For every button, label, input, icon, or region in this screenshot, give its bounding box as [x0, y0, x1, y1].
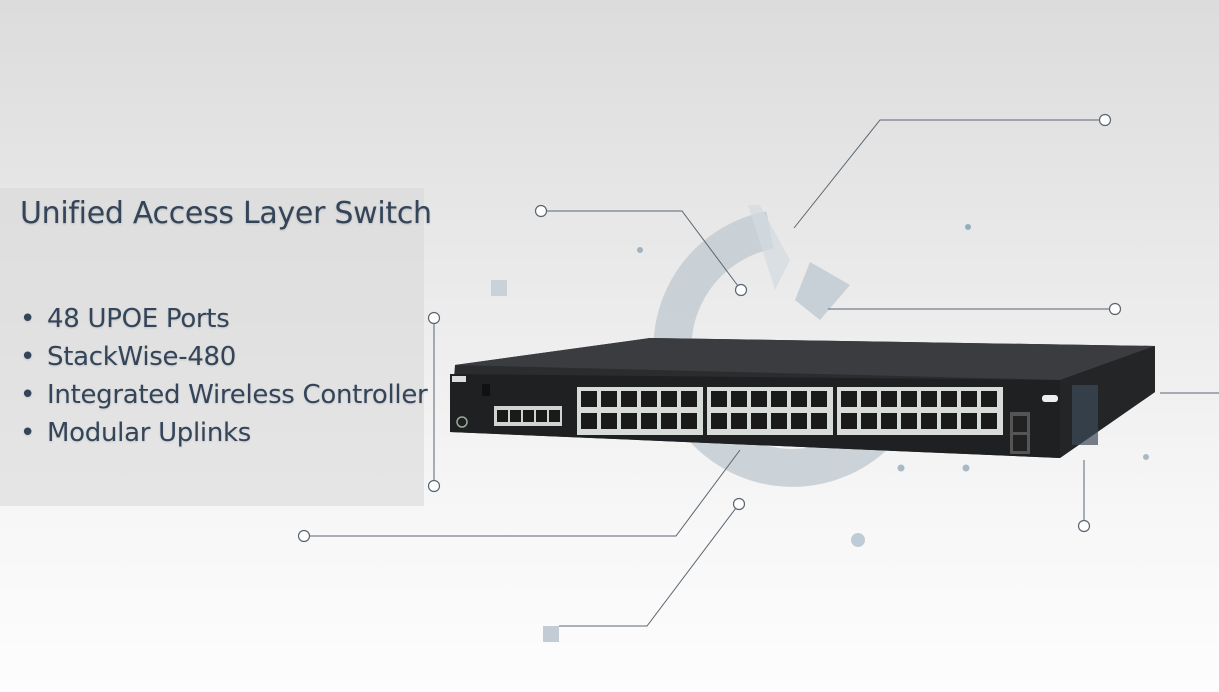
ethernet-port	[641, 413, 657, 429]
ethernet-port	[981, 391, 997, 407]
ethernet-port	[581, 391, 597, 407]
ethernet-port	[921, 413, 937, 429]
ethernet-port	[841, 391, 857, 407]
feature-list: 48 UPOE Ports StackWise-480 Integrated W…	[20, 300, 428, 452]
ethernet-port	[961, 391, 977, 407]
ethernet-port	[771, 391, 787, 407]
console-port	[536, 410, 547, 422]
ethernet-port	[941, 391, 957, 407]
ethernet-port	[861, 391, 877, 407]
ethernet-port	[711, 413, 727, 429]
ethernet-port	[921, 391, 937, 407]
ethernet-port	[661, 413, 677, 429]
console-port	[549, 410, 560, 422]
ethernet-port	[811, 413, 827, 429]
ethernet-port	[581, 413, 597, 429]
ethernet-port	[661, 391, 677, 407]
ethernet-port	[961, 413, 977, 429]
ethernet-port	[621, 391, 637, 407]
ethernet-port	[791, 413, 807, 429]
callout-lines	[304, 119, 1219, 627]
callout-dots	[297, 113, 1122, 543]
ethernet-port	[771, 413, 787, 429]
ethernet-port	[901, 413, 917, 429]
network-switch	[450, 338, 1155, 458]
ethernet-port	[841, 413, 857, 429]
console-port	[523, 410, 534, 422]
console-port	[510, 410, 521, 422]
console-port	[497, 410, 508, 422]
ethernet-port	[711, 391, 727, 407]
ethernet-port	[681, 391, 697, 407]
ethernet-port	[731, 413, 747, 429]
ethernet-port	[941, 413, 957, 429]
ethernet-port	[601, 391, 617, 407]
feature-item: Modular Uplinks	[20, 414, 427, 452]
ethernet-port	[791, 391, 807, 407]
feature-item: Integrated Wireless Controller	[20, 376, 428, 414]
ethernet-port	[881, 391, 897, 407]
ethernet-port	[981, 413, 997, 429]
ethernet-port	[681, 413, 697, 429]
ethernet-port	[731, 391, 747, 407]
ethernet-port	[601, 413, 617, 429]
ethernet-port	[811, 391, 827, 407]
ethernet-port	[751, 413, 767, 429]
ethernet-port	[641, 391, 657, 407]
page-title: Unified Access Layer Switch	[20, 196, 432, 231]
ethernet-port	[901, 391, 917, 407]
ethernet-port	[751, 391, 767, 407]
feature-item: StackWise-480	[20, 338, 427, 376]
feature-item: 48 UPOE Ports	[20, 300, 427, 338]
ethernet-port	[621, 413, 637, 429]
ethernet-port	[881, 413, 897, 429]
ethernet-port	[861, 413, 877, 429]
